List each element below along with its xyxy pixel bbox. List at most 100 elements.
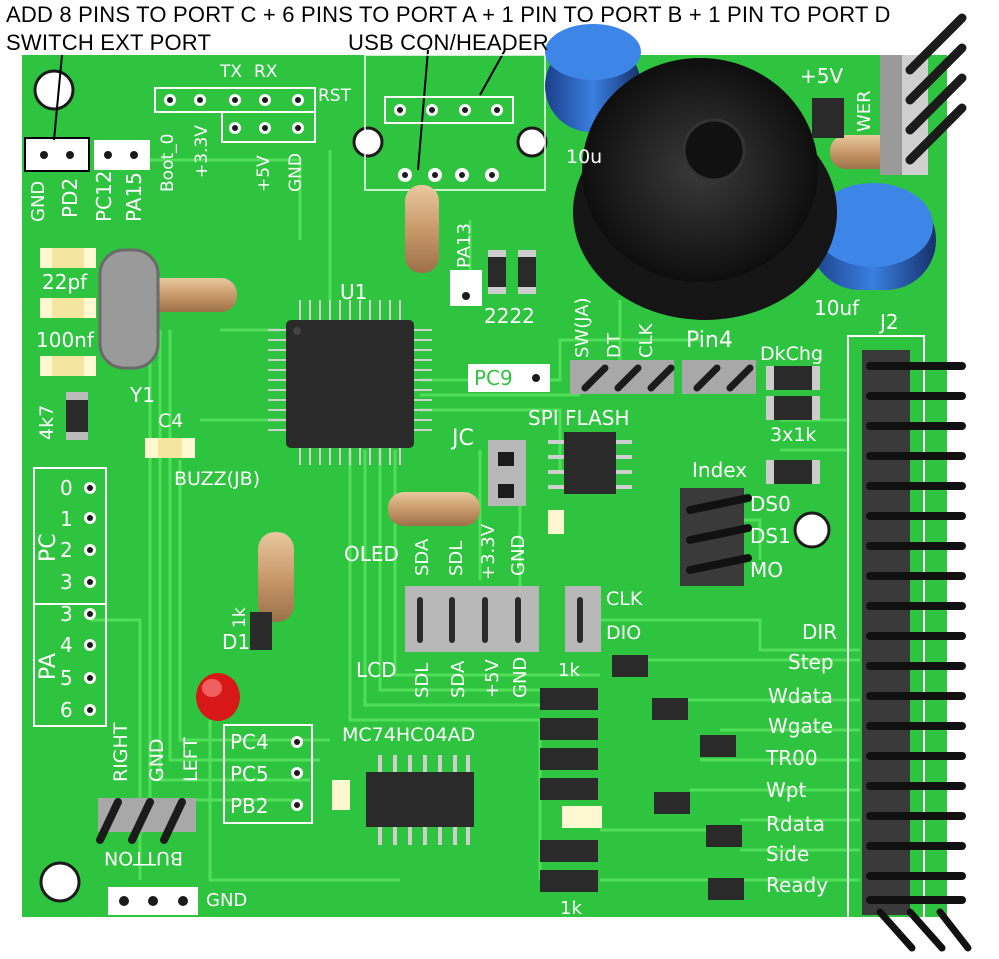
label-pc4: PC4 [230,730,269,754]
label-22pf: 22pf [42,270,88,294]
label-gnd-lcd: GND [510,656,531,698]
label-power: WER [854,90,875,132]
label-pc5: PC5 [230,762,269,786]
port-header-pc4-pb2 [223,724,313,824]
label-dkchg: DkChg [760,343,824,365]
label-pa-pin-4: 4 [60,633,73,657]
smd-parts-left [40,248,195,458]
label-pc12: PC12 [92,170,116,222]
label-1k-led: 1k [230,607,250,628]
label-3v3: +3.3V [192,125,212,178]
encoder-header [570,360,675,394]
mount-hole-usb-l [352,126,384,158]
label-gnd-oled: GND [508,534,529,576]
label-pa-pin-5: 5 [60,666,73,690]
label-oled: OLED [344,542,399,566]
label-side: Side [766,842,810,866]
label-5v: +5V [254,155,274,192]
label-ready: Ready [766,873,829,897]
mount-hole-r [793,511,831,549]
label-pa-pin-3: 3 [60,602,73,626]
label-gnd-bottom: GND [206,890,248,911]
label-buzz: BUZZ(JB) [174,468,261,490]
label-d1: D1 [222,630,251,654]
label-pc-port: PC [36,533,61,562]
label-10uf: 10uf [814,296,860,320]
label-u1: U1 [340,280,368,304]
label-sdl-oled: SDL [446,540,467,576]
label-gnd-left: GND [28,180,49,222]
label-ds1: DS1 [750,524,791,548]
label-3x1k: 3x1k [770,424,817,446]
label-1k-bottom: 1k [560,898,582,919]
label-j2: J2 [880,310,899,334]
label-sda-lcd: SDA [448,660,469,698]
label-pa-port: PA [36,653,61,680]
label-dt: DT [604,333,625,358]
electrolytic-capacitors [545,24,936,290]
buzzer [573,58,837,320]
label-boot0: Boot_0 [158,133,178,192]
resistors-3x1k [766,366,820,484]
drive-select-jumpers [680,488,752,586]
resistors-2222 [488,250,536,294]
pin4-header [682,360,756,394]
label-rx: RX [254,62,278,82]
label-step: Step [788,650,834,674]
usb-connector-note: USB CON/HEADER [348,30,549,55]
label-pa-pin-6: 6 [60,698,73,722]
label-gnd-top: GND [286,153,306,192]
label-pc-pin-1: 1 [60,507,73,531]
label-sdl-lcd: SDL [412,662,433,698]
label-pc-pin-0: 0 [60,476,73,500]
label-pb2: PB2 [230,794,269,818]
label-y1: Y1 [130,383,155,407]
label-2222: 2222 [484,304,535,328]
label-tr00: TR00 [766,746,818,770]
label-wpt: Wpt [766,778,807,802]
label-rdata: Rdata [766,812,825,836]
label-mc74hc04ad: MC74HC04AD [342,724,476,746]
label-pc-pin-3: 3 [60,570,73,594]
label-pd2: PD2 [58,177,82,218]
label-dio: DIO [606,622,642,644]
label-right: RIGHT [110,722,132,782]
label-pin4: Pin4 [686,328,733,353]
label-4k7: 4k7 [36,404,58,440]
switch-ext-port-jumper [24,137,90,172]
label-spi-flash: SPI FLASH [528,406,630,430]
label-pc9: PC9 [474,366,513,390]
crystal-y1 [98,248,160,370]
resistor-array-1k [540,688,602,892]
port-header-pc-pa [33,467,107,727]
label-index: Index [692,458,748,482]
label-clk-encoder: CLK [636,323,657,358]
label-3v3-oled: +3.3V [478,523,499,580]
label-100nf: 100nf [36,328,94,352]
label-sda-oled: SDA [412,538,433,576]
usb-header [384,96,514,124]
mount-hole-usb-r [516,126,548,158]
jc-jumper [488,440,526,506]
label-5v-lcd: +5V [482,659,503,698]
label-wgate: Wgate [768,714,833,738]
j2-floppy-connector [847,335,972,952]
sot23-transistors [612,655,744,900]
led-d1 [196,612,272,721]
label-mo: MO [750,558,783,582]
label-1k-top: 1k [558,660,580,681]
label-lcd: LCD [356,658,397,682]
label-rst: RST [318,86,351,106]
label-clk: CLK [606,588,643,610]
ic-mc74hc04ad [366,755,474,845]
power-connector [812,13,967,175]
label-pc-pin-2: 2 [60,538,73,562]
label-plus5v: +5V [800,64,844,88]
button-header [96,798,196,844]
label-button: BUTTON [104,847,183,869]
mounting-holes [33,69,831,903]
mount-hole-tl [33,69,75,111]
label-10u: 10u [566,146,603,168]
label-c4: C4 [158,410,184,432]
